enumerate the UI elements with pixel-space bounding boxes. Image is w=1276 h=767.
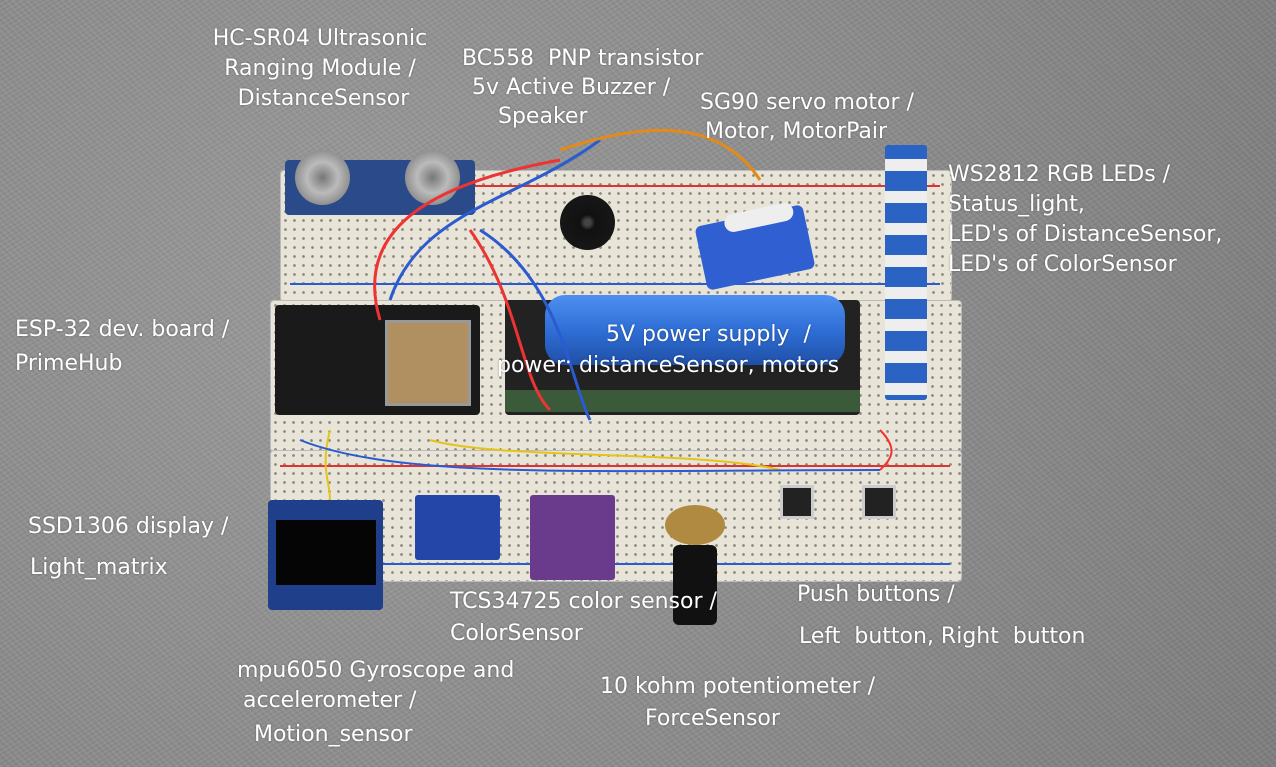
label-esp32: ESP-32 dev. board / PrimeHub	[15, 313, 229, 381]
label-color-sensor-role: ColorSensor	[450, 621, 583, 646]
potentiometer	[665, 505, 725, 625]
label-line: mpu6050 Gyroscope and	[237, 658, 515, 683]
push-button-right	[862, 485, 896, 519]
power-supply	[505, 295, 860, 415]
label-leds: WS2812 RGB LEDs / Status_light, LED's of D…	[948, 160, 1222, 280]
label-line: Ranging Module /	[224, 56, 416, 81]
label-line: LED's of ColorSensor	[948, 252, 1177, 277]
label-servo: SG90 servo motor /	[700, 90, 914, 115]
color-sensor-board	[530, 495, 615, 580]
mpu6050-board	[415, 495, 500, 560]
label-line: accelerometer /	[243, 688, 417, 713]
ultrasonic-sensor	[285, 150, 475, 215]
led-strip	[885, 145, 927, 400]
label-power-supply: 5V power supply /	[606, 322, 811, 347]
label-motor: Motor, MotorPair	[705, 119, 888, 144]
label-buzzer: 5v Active Buzzer /	[472, 75, 671, 100]
label-power-targets: power: distanceSensor, motors	[497, 353, 840, 378]
label-display: SSD1306 display /	[28, 514, 229, 539]
label-line: Motion_sensor	[247, 722, 413, 747]
label-push-buttons: Push buttons /	[797, 582, 955, 607]
label-line: DistanceSensor	[230, 86, 410, 111]
label-potentiometer: 10 kohm potentiometer /	[600, 674, 876, 699]
label-force-sensor: ForceSensor	[645, 706, 780, 731]
oled-display	[268, 500, 383, 610]
push-button-left	[780, 485, 814, 519]
label-line: WS2812 RGB LEDs /	[948, 162, 1171, 187]
label-transistor: BC558 PNP transistor	[462, 46, 704, 71]
label-line: LED's of DistanceSensor,	[948, 222, 1223, 247]
label-mpu: mpu6050 Gyroscope and accelerometer / Mot…	[237, 656, 567, 750]
label-line: HC-SR04 Ultrasonic	[212, 26, 428, 51]
battery	[545, 295, 845, 365]
buzzer	[560, 195, 615, 250]
esp32-board	[275, 305, 480, 415]
label-light-matrix: Light_matrix	[30, 555, 168, 580]
label-color-sensor: TCS34725 color sensor /	[450, 589, 717, 614]
label-line: PrimeHub	[15, 351, 123, 376]
label-line: ESP-32 dev. board /	[15, 317, 230, 342]
label-buttons-role: Left button, Right button	[799, 624, 1086, 649]
label-line: Status_light,	[948, 192, 1085, 217]
label-speaker: Speaker	[498, 104, 588, 129]
